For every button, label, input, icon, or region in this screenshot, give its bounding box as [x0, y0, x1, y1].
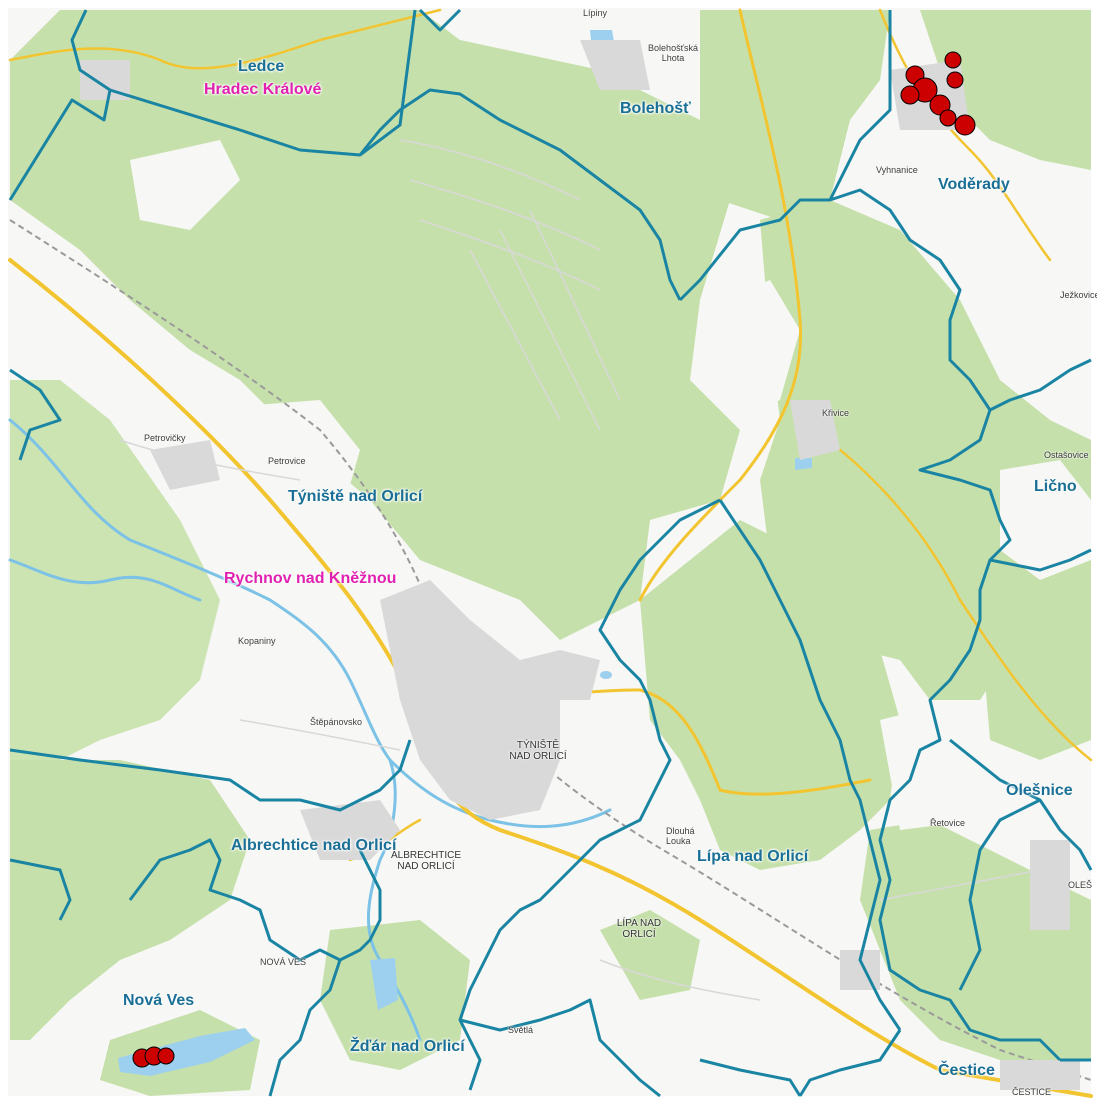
marker-point — [929, 94, 951, 116]
place-label: Petrovičky — [144, 433, 186, 443]
place-label: Kopaniny — [238, 636, 276, 646]
place-label: Bolehošťská Lhota — [648, 43, 698, 63]
occurrence-markers — [132, 51, 976, 1068]
municipality-label-zdar: Žďár nad Orlicí — [350, 1038, 465, 1055]
minor-road-layer — [119, 139, 1041, 1001]
municipality-label-albrechtice: Albrechtice nad Orlicí — [231, 837, 397, 854]
place-label: Petrovice — [268, 456, 306, 466]
town-label-albrechtice: ALBRECHTICE NAD ORLICÍ — [390, 850, 461, 872]
marker-point — [157, 1047, 175, 1065]
place-label: ČESTICE — [1012, 1087, 1052, 1097]
clearing-layer — [130, 140, 1091, 830]
municipality-label-cestice: Čestice — [938, 1062, 995, 1079]
town-label-tyniste: TÝNIŠTĚ NAD ORLICÍ — [509, 740, 567, 762]
district-label-hradec: Hradec Králové — [204, 81, 322, 98]
municipality-label-tyniste: Týniště nad Orlicí — [288, 488, 423, 505]
marker-point — [954, 114, 976, 136]
place-label: Lípiny — [583, 8, 608, 18]
place-label: Ostašovice — [1044, 450, 1089, 460]
municipality-label-voderady: Voděrady — [938, 176, 1010, 193]
place-label: Světlá — [508, 1025, 534, 1035]
town-label-lipa: LÍPA NAD ORLICÍ — [616, 918, 662, 940]
place-label: OLEŠ — [1068, 880, 1093, 890]
marker-point — [939, 109, 957, 127]
settlement-layer — [80, 40, 1080, 1090]
municipality-label-lipa: Lípa nad Orlicí — [697, 848, 809, 865]
municipality-label-nova-ves: Nová Ves — [123, 992, 195, 1009]
marker-point — [944, 51, 962, 69]
municipality-label-bolehost: Bolehošť — [620, 100, 691, 117]
marker-point — [946, 71, 964, 89]
municipality-label-licno: Lično — [1034, 478, 1077, 495]
place-label: Vyhnanice — [876, 165, 918, 175]
municipality-label-ledce: Ledce — [238, 58, 285, 75]
marker-point — [900, 85, 920, 105]
district-label-rychnov: Rychnov nad Kněžnou — [224, 570, 397, 587]
municipality-label-olesnice: Olešnice — [1006, 782, 1073, 799]
place-label: Štěpánovsko — [310, 717, 363, 727]
place-label: Dlouhá Louka — [666, 826, 695, 846]
place-label: Řetovice — [930, 818, 966, 828]
place-label: NOVÁ VES — [260, 957, 307, 967]
place-label: Křivice — [822, 408, 850, 418]
municipal-boundaries — [8, 8, 1093, 1098]
place-label: Ježkovice — [1060, 290, 1097, 300]
